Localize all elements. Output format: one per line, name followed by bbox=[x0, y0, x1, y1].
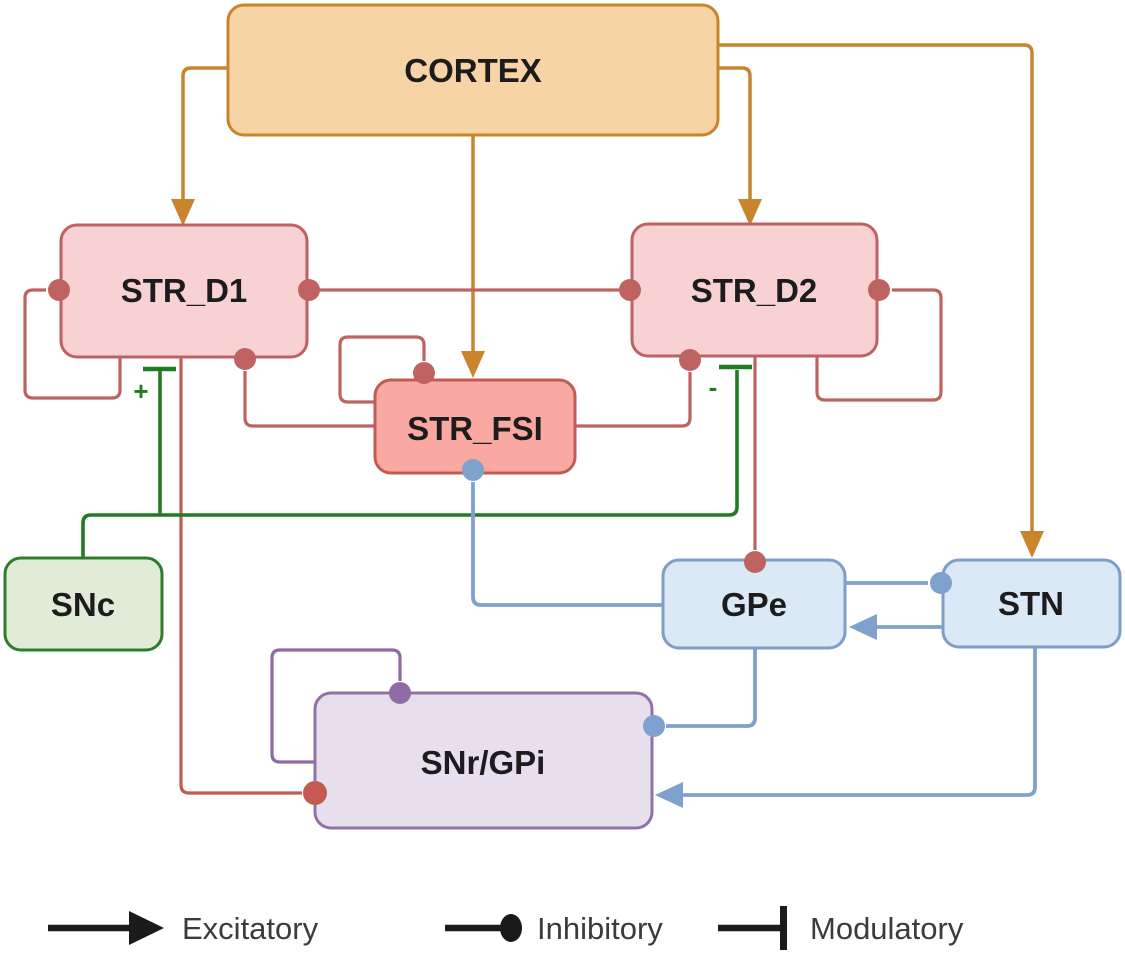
striatal-edges bbox=[23, 288, 943, 550]
excitatory-arrowhead-stn bbox=[1020, 531, 1044, 558]
inhibitory-terminal-d2-selfloop bbox=[868, 279, 890, 301]
legend: Excitatory Inhibitory Modulatory bbox=[48, 906, 964, 950]
legend-excitatory-arrow-icon bbox=[129, 911, 164, 945]
node-snc: SNc bbox=[3, 556, 164, 652]
inhibitory-terminal-gpe-on-snrgpi bbox=[643, 715, 665, 737]
edge-gpe-to-snrgpi bbox=[666, 648, 757, 728]
excitatory-arrowhead-strd2 bbox=[738, 199, 762, 226]
edge-strd1-selfloop bbox=[23, 288, 122, 400]
legend-inhibitory-label: Inhibitory bbox=[537, 911, 663, 946]
node-str-fsi-label: STR_FSI bbox=[407, 410, 543, 447]
edge-cortex-to-strd1 bbox=[181, 66, 228, 204]
node-snc-box bbox=[3, 556, 164, 652]
node-cortex: CORTEX bbox=[226, 3, 720, 137]
legend-inhibitory-dot-icon bbox=[500, 914, 522, 942]
edge-strfsi-to-strd2 bbox=[575, 372, 692, 428]
inhibitory-terminal-fsi-selfloop bbox=[413, 362, 435, 384]
node-snc-label: SNc bbox=[51, 586, 115, 623]
pallidal-arrowheads bbox=[655, 614, 877, 808]
node-snr-gpi: SNr/GPi bbox=[313, 691, 654, 830]
node-stn-box bbox=[941, 558, 1122, 649]
edge-snrgpi-selfloop bbox=[270, 648, 402, 764]
node-str-fsi: STR_FSI bbox=[373, 378, 577, 475]
inhibitory-terminal-d2-left bbox=[619, 279, 641, 301]
node-gpe-label: GPe bbox=[721, 586, 787, 623]
cortical-edges bbox=[181, 43, 1034, 536]
legend-modulatory: Modulatory bbox=[718, 906, 964, 950]
edge-snc-to-strd2 bbox=[81, 370, 739, 558]
node-stn-label: STN bbox=[998, 585, 1064, 622]
inhibitory-terminals-blue bbox=[462, 459, 952, 737]
node-cortex-box bbox=[226, 3, 720, 137]
node-str-d2: STR_D2 bbox=[630, 222, 879, 358]
inhibitory-terminal-d1-on-snrgpi bbox=[303, 781, 327, 805]
legend-modulatory-bar-icon bbox=[780, 906, 787, 950]
node-cortex-label: CORTEX bbox=[404, 52, 542, 89]
node-stn: STN bbox=[941, 558, 1122, 649]
excitatory-arrowhead-strd1 bbox=[171, 199, 195, 226]
node-gpe: GPe bbox=[661, 558, 847, 650]
edge-strfsi-selfloop bbox=[338, 335, 426, 404]
edge-strd1-to-snrgpi bbox=[179, 357, 302, 795]
node-snr-gpi-box bbox=[313, 691, 654, 830]
inhibitory-terminal-d1-right bbox=[298, 279, 320, 301]
legend-modulatory-label: Modulatory bbox=[810, 911, 964, 946]
node-snr-gpi-label: SNr/GPi bbox=[421, 744, 546, 781]
inhibitory-terminal-fsi-on-d2 bbox=[679, 349, 701, 371]
inhibitory-terminal-fsi-on-d1 bbox=[234, 348, 256, 370]
excitatory-arrowhead-strfsi bbox=[461, 351, 485, 378]
inhibitory-terminal-d1-selfloop bbox=[48, 279, 70, 301]
inhibitory-terminal-d2-on-gpe bbox=[744, 551, 766, 573]
inhibitory-terminal-gpe-on-stn bbox=[930, 572, 952, 594]
edge-gpe-to-strfsi bbox=[471, 482, 663, 607]
edge-stn-to-snrgpi bbox=[682, 647, 1037, 797]
edge-cortex-to-strd2 bbox=[718, 66, 752, 204]
node-str-d2-label: STR_D2 bbox=[691, 272, 818, 309]
edge-cortex-to-stn bbox=[718, 43, 1034, 536]
excitatory-arrowhead-snrgpi bbox=[655, 782, 683, 808]
inhibitory-terminal-snrgpi-selfloop bbox=[389, 682, 411, 704]
legend-inhibitory: Inhibitory bbox=[445, 911, 663, 946]
node-str-d1: STR_D1 bbox=[59, 223, 309, 359]
modulatory-sign-positive: + bbox=[133, 376, 148, 406]
modulatory-sign-negative: - bbox=[709, 372, 718, 402]
legend-excitatory-label: Excitatory bbox=[182, 911, 319, 946]
excitatory-arrowhead-gpe bbox=[849, 614, 877, 640]
legend-excitatory: Excitatory bbox=[48, 911, 319, 946]
inhibitory-terminals-rose bbox=[48, 279, 890, 573]
pallidal-edges bbox=[471, 482, 1037, 797]
inhibitory-terminal-gpe-on-fsi bbox=[462, 459, 484, 481]
dopamine-edges bbox=[81, 364, 752, 558]
cortical-arrowheads bbox=[171, 199, 1044, 558]
edge-strd2-selfloop bbox=[815, 288, 943, 402]
edge-strfsi-to-strd1 bbox=[243, 371, 375, 428]
node-str-d1-label: STR_D1 bbox=[121, 272, 248, 309]
